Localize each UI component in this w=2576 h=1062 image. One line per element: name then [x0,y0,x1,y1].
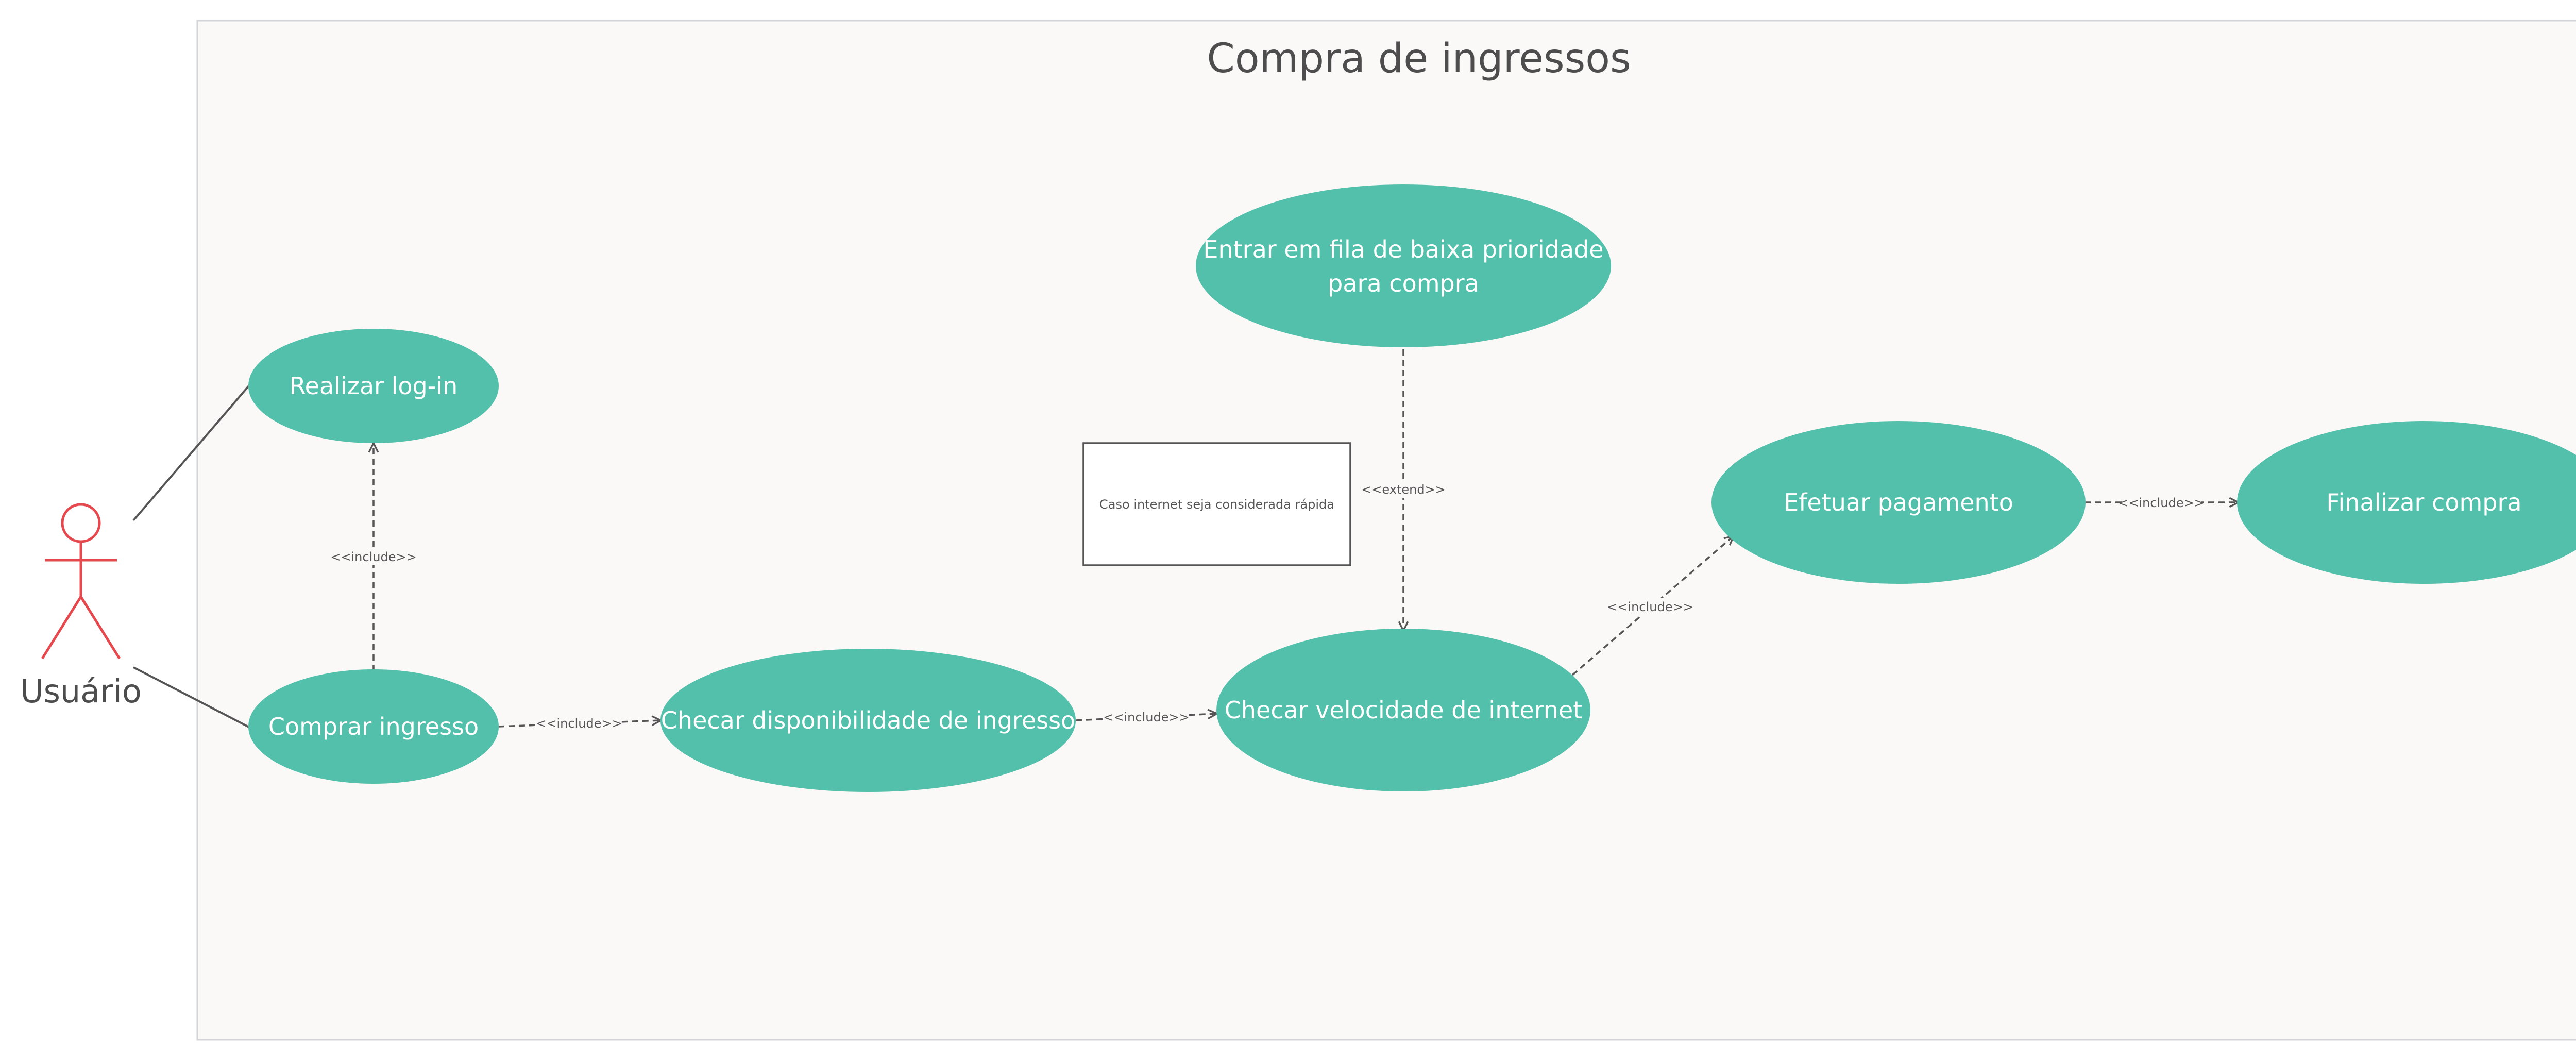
actor-left-leg [41,596,82,660]
note-text: Caso internet seja considerada rápida [1099,497,1334,512]
relation-checar-disponibilidade-checar-velocidade: <<include>> [1075,708,1217,726]
use-case-efetuar-pagamento[interactable]: Efetuar pagamento [1711,421,2086,584]
diagram-title: Compra de ingressos [1207,36,1631,82]
use-case-label: Realizar log-in [290,372,457,400]
actor-head [61,503,101,543]
use-case-label: Finalizar compra [2326,488,2521,516]
use-case-checar-disponibilidade[interactable]: Checar disponibilidade de ingresso [660,649,1076,792]
system-boundary [196,20,2576,1041]
association-comprar [133,666,251,729]
association-login [132,382,252,521]
relation-comprar-checar-disponibilidade: <<include>> [498,714,661,732]
note-internet-rapida: Caso internet seja considerada rápida [1082,442,1351,566]
relation-label: <<include>> [536,716,622,731]
use-case-label: Checar velocidade de internet [1225,696,1583,724]
use-case-label: Checar disponibilidade de ingresso [661,706,1075,734]
use-case-comprar-ingresso[interactable]: Comprar ingresso [248,669,499,784]
use-case-label: Comprar ingresso [268,713,479,740]
relation-checar-velocidade-pagamento: <<include>> [1571,536,1734,676]
relation-pagamento-finalizar: <<include>> [2084,494,2239,511]
relation-label: <<include>> [1607,600,1693,614]
relation-label: <<include>> [2118,496,2204,510]
relation-fila-checar-velocidade: <<extend>> [1361,349,1446,631]
use-case-label: Efetuar pagamento [1784,488,2013,516]
use-case-finalizar-compra[interactable]: Finalizar compra [2237,421,2576,584]
relation-label: <<include>> [1103,710,1189,724]
use-case-entrar-em-fila[interactable]: Entrar em fila de baixa prioridade para … [1196,184,1611,347]
relation-comprar-login: <<include>> [330,443,417,671]
actor-label: Usuário [20,672,142,710]
relation-label: <<include>> [330,550,416,564]
use-case-realizar-login[interactable]: Realizar log-in [248,329,499,443]
use-case-label-line-2: para compra [1328,269,1479,297]
actor-usuario[interactable]: Usuário [20,503,142,710]
use-case-label-line-1: Entrar em fila de baixa prioridade [1203,235,1603,263]
use-case-checar-velocidade[interactable]: Checar velocidade de internet [1216,629,1590,791]
actor-right-leg [79,596,121,660]
relation-label: <<extend>> [1361,482,1446,497]
